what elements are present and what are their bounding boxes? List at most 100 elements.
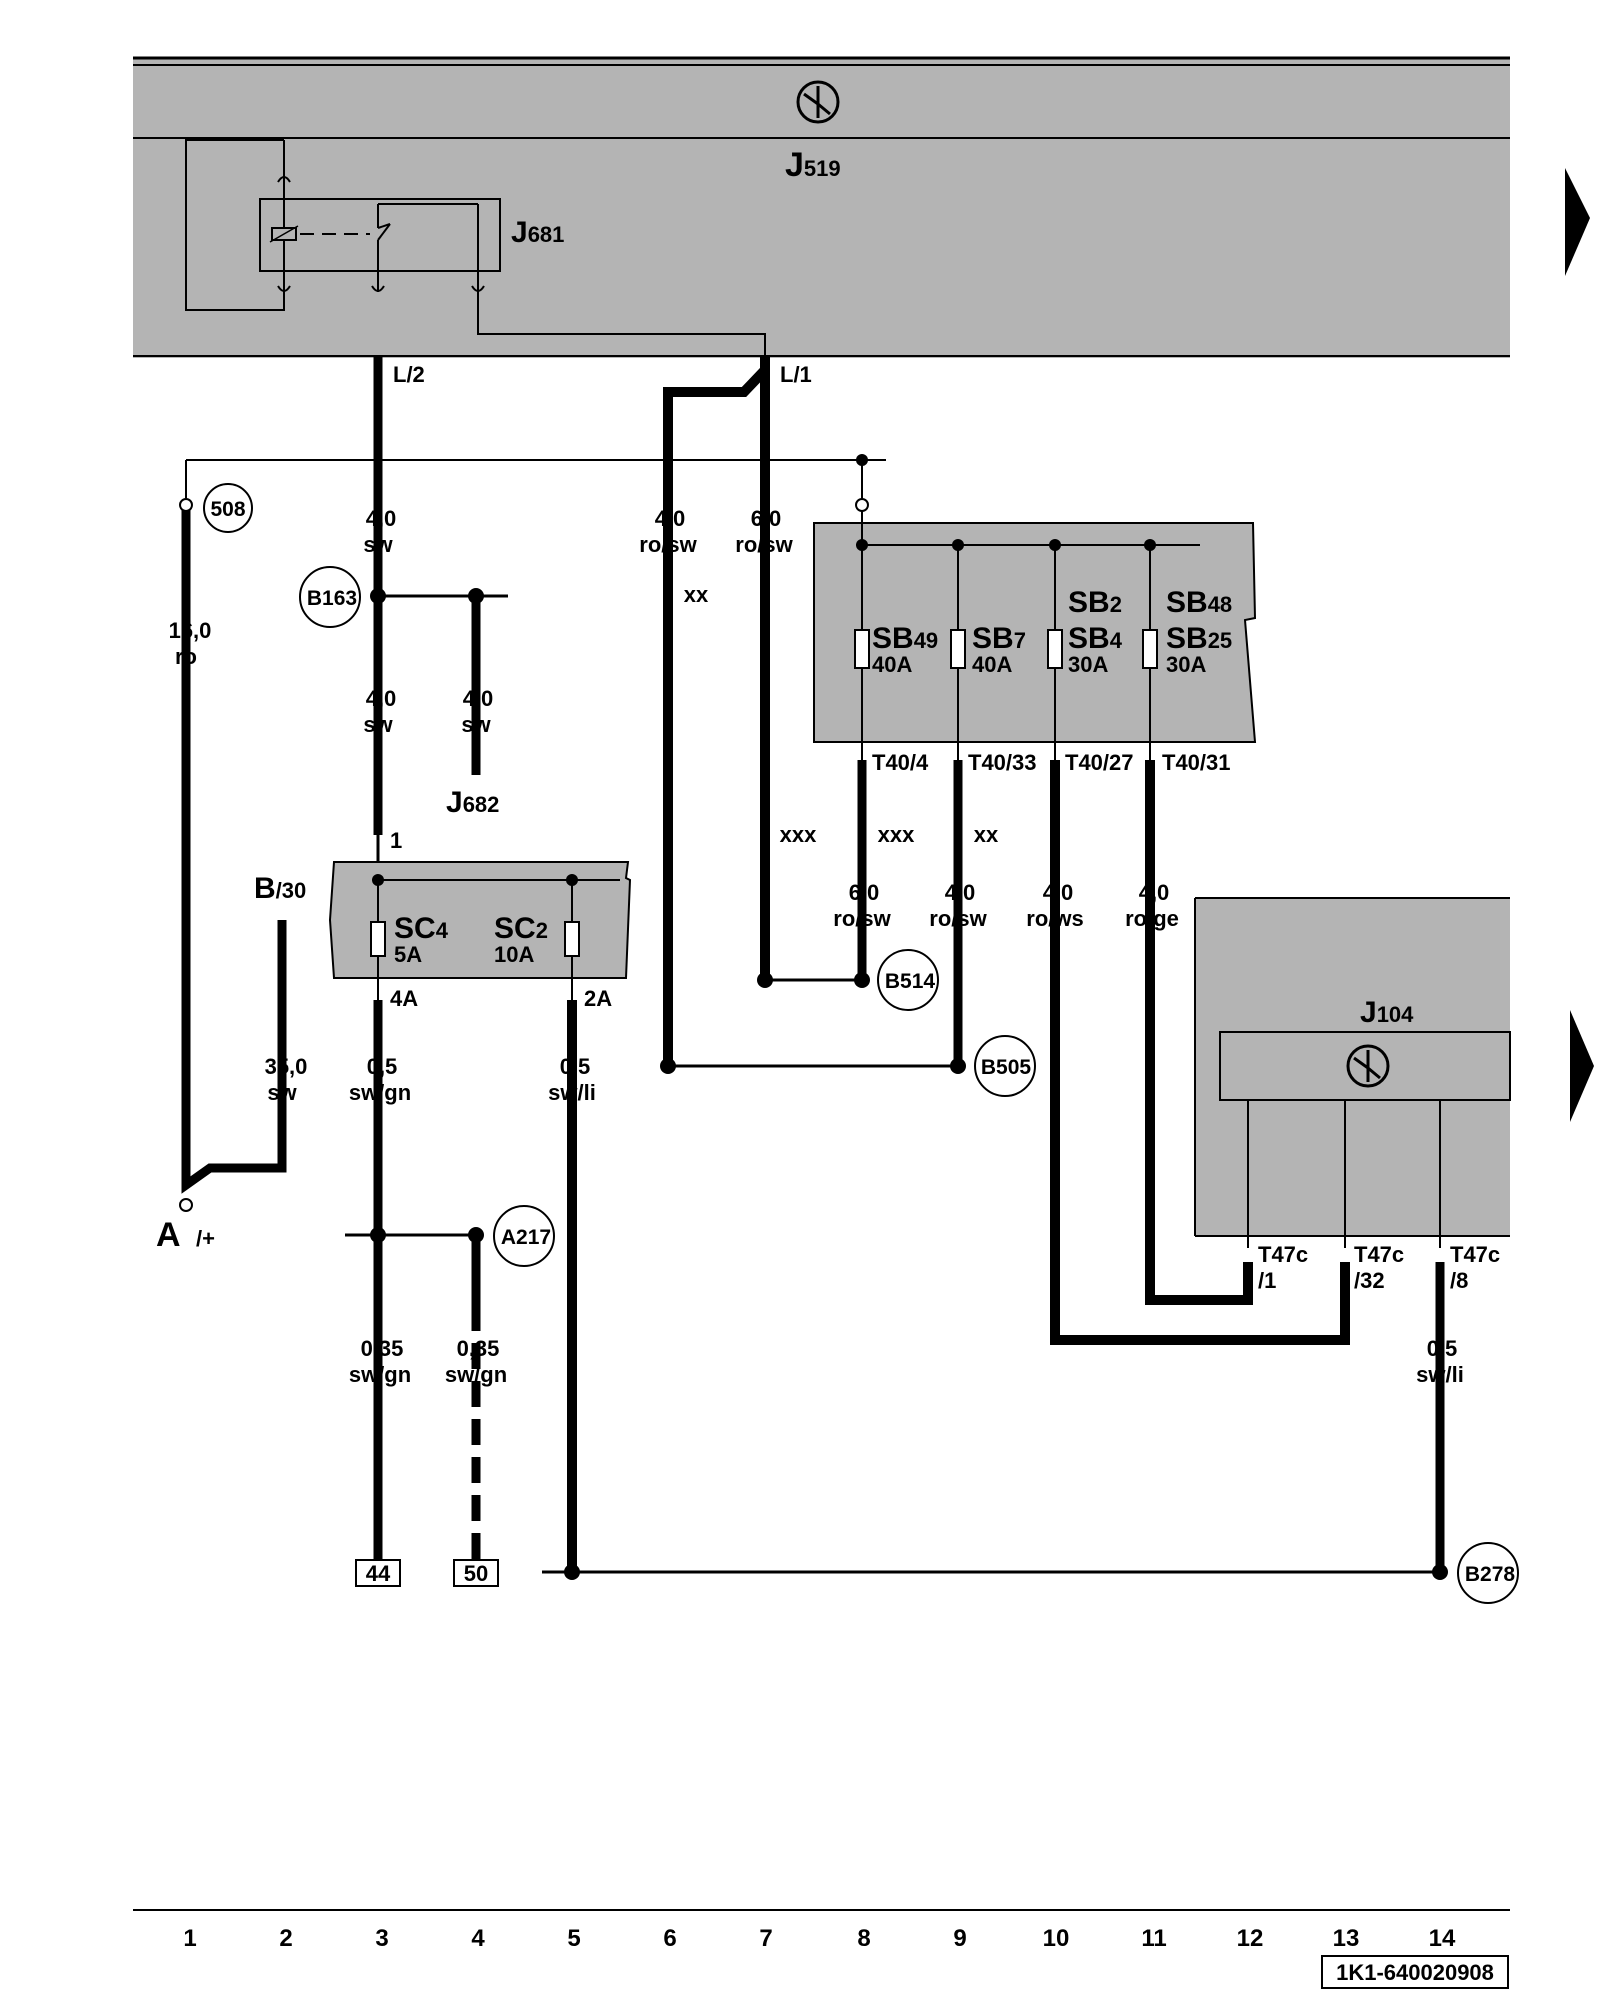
svg-text:5: 5 <box>567 1925 580 1952</box>
svg-text:35,0: 35,0 <box>265 1054 308 1079</box>
svg-text:30A: 30A <box>1166 652 1206 677</box>
svg-text:4A: 4A <box>390 986 418 1011</box>
svg-text:6: 6 <box>663 1925 676 1952</box>
svg-text:10: 10 <box>1043 1925 1070 1952</box>
svg-text:/+: /+ <box>196 1226 215 1251</box>
electronics-symbol-icon <box>1346 1044 1390 1088</box>
svg-text:40A: 40A <box>972 652 1012 677</box>
svg-text:0,5: 0,5 <box>367 1054 398 1079</box>
svg-text:SB7: SB7 <box>972 622 1026 655</box>
svg-text:2A: 2A <box>584 986 612 1011</box>
svg-text:sw/gn: sw/gn <box>349 1362 411 1387</box>
svg-text:sw: sw <box>267 1080 297 1105</box>
svg-text:sw: sw <box>461 712 491 737</box>
j104-label: J104 <box>1360 996 1414 1029</box>
svg-text:B163: B163 <box>307 587 357 610</box>
svg-text:ro/ge: ro/ge <box>1125 906 1179 931</box>
svg-text:ro/sw: ro/sw <box>833 906 891 931</box>
svg-text:SC4: SC4 <box>394 912 449 945</box>
svg-text:T47c: T47c <box>1258 1242 1308 1267</box>
svg-text:B514: B514 <box>885 970 936 993</box>
svg-text:xx: xx <box>974 822 999 847</box>
svg-text:L/2: L/2 <box>393 362 425 387</box>
svg-text:11: 11 <box>1141 1925 1166 1952</box>
svg-text:ro/sw: ro/sw <box>735 532 793 557</box>
svg-text:B/30: B/30 <box>254 872 306 905</box>
svg-text:10A: 10A <box>494 942 534 967</box>
svg-text:sw/gn: sw/gn <box>445 1362 507 1387</box>
svg-text:A: A <box>156 1216 181 1254</box>
svg-text:50: 50 <box>464 1561 488 1586</box>
continuation-arrow-icon <box>1565 168 1590 276</box>
svg-text:6,0: 6,0 <box>751 506 782 531</box>
svg-text:T40/31: T40/31 <box>1162 750 1231 775</box>
svg-text:sw/gn: sw/gn <box>349 1080 411 1105</box>
svg-text:sw/li: sw/li <box>548 1080 596 1105</box>
svg-text:T40/33: T40/33 <box>968 750 1037 775</box>
electronics-symbol-icon <box>796 80 840 124</box>
svg-text:4,0: 4,0 <box>655 506 686 531</box>
svg-text:5A: 5A <box>394 942 422 967</box>
svg-text:1: 1 <box>183 1925 196 1952</box>
svg-text:4: 4 <box>471 1925 485 1952</box>
continuation-arrow-icon <box>1570 1010 1594 1122</box>
svg-text:sw/li: sw/li <box>1416 1362 1464 1387</box>
svg-text:SB48: SB48 <box>1166 586 1232 619</box>
j681-relay: J681 <box>185 139 766 356</box>
svg-text:4,0: 4,0 <box>945 880 976 905</box>
column-numbers: 1 2 3 4 5 6 7 8 9 10 11 12 13 14 <box>183 1925 1456 1952</box>
svg-text:2: 2 <box>279 1925 292 1952</box>
svg-text:xxx: xxx <box>878 822 915 847</box>
document-code: 1K1-640020908 <box>1336 1960 1494 1985</box>
j519-module: J519 J681 <box>133 56 1510 358</box>
j104-module: J104 <box>1194 897 1511 1248</box>
svg-text:4,0: 4,0 <box>1139 880 1170 905</box>
wire-labels: 16,0 ro 4,0 sw 4,0 sw 4,0 sw 4,0 ro/sw 6… <box>169 506 1464 1387</box>
svg-text:0,5: 0,5 <box>560 1054 591 1079</box>
svg-text:xx: xx <box>684 582 709 607</box>
svg-text:/32: /32 <box>1354 1268 1385 1293</box>
svg-text:40A: 40A <box>872 652 912 677</box>
svg-text:12: 12 <box>1237 1925 1264 1952</box>
svg-text:T47c: T47c <box>1354 1242 1404 1267</box>
svg-text:4,0: 4,0 <box>366 506 397 531</box>
svg-text:SB25: SB25 <box>1166 622 1232 655</box>
reference-boxes: 44 50 <box>355 1559 499 1587</box>
svg-text:ro/sw: ro/sw <box>929 906 987 931</box>
svg-text:1: 1 <box>390 828 402 853</box>
sb-fuses <box>370 545 1158 957</box>
svg-text:B505: B505 <box>981 1056 1032 1079</box>
svg-text:SB4: SB4 <box>1068 622 1123 655</box>
svg-text:T40/4: T40/4 <box>872 750 929 775</box>
svg-text:xxx: xxx <box>780 822 817 847</box>
svg-text:ro/ws: ro/ws <box>1026 906 1083 931</box>
svg-text:sw: sw <box>363 712 393 737</box>
connector-circles: 508 B163 B514 B505 A217 B278 <box>203 483 1519 1604</box>
svg-text:0,35: 0,35 <box>457 1336 500 1361</box>
fuse-labels: SB49 40A SB7 40A SB2 SB4 30A SB48 SB25 3… <box>394 586 1232 967</box>
pin-labels: L/2 L/1 1 4A 2A T40/4 T40/33 T40/27 T40/… <box>390 362 1500 1293</box>
j681-label: J681 <box>511 216 564 249</box>
svg-text:508: 508 <box>210 498 245 521</box>
svg-text:J682: J682 <box>446 786 499 819</box>
svg-text:0,5: 0,5 <box>1427 1336 1458 1361</box>
svg-text:SB49: SB49 <box>872 622 938 655</box>
svg-text:4,0: 4,0 <box>1043 880 1074 905</box>
variant-labels: xx xxx xxx xx <box>684 582 999 847</box>
sb-fuse-carrier <box>813 500 1257 743</box>
svg-text:/8: /8 <box>1450 1268 1468 1293</box>
svg-text:/1: /1 <box>1258 1268 1276 1293</box>
svg-text:0,35: 0,35 <box>361 1336 404 1361</box>
svg-text:4,0: 4,0 <box>463 686 494 711</box>
junction-dots <box>370 454 1448 1580</box>
svg-text:A217: A217 <box>501 1226 551 1249</box>
svg-text:B278: B278 <box>1465 1563 1516 1586</box>
svg-text:sw: sw <box>363 532 393 557</box>
svg-text:L/1: L/1 <box>780 362 812 387</box>
svg-text:SC2: SC2 <box>494 912 548 945</box>
terminal-labels: J682 A /+ B/30 <box>156 786 499 1254</box>
sc-fuse-carrier <box>328 861 632 1000</box>
svg-text:16,0: 16,0 <box>169 618 212 643</box>
svg-text:4,0: 4,0 <box>366 686 397 711</box>
